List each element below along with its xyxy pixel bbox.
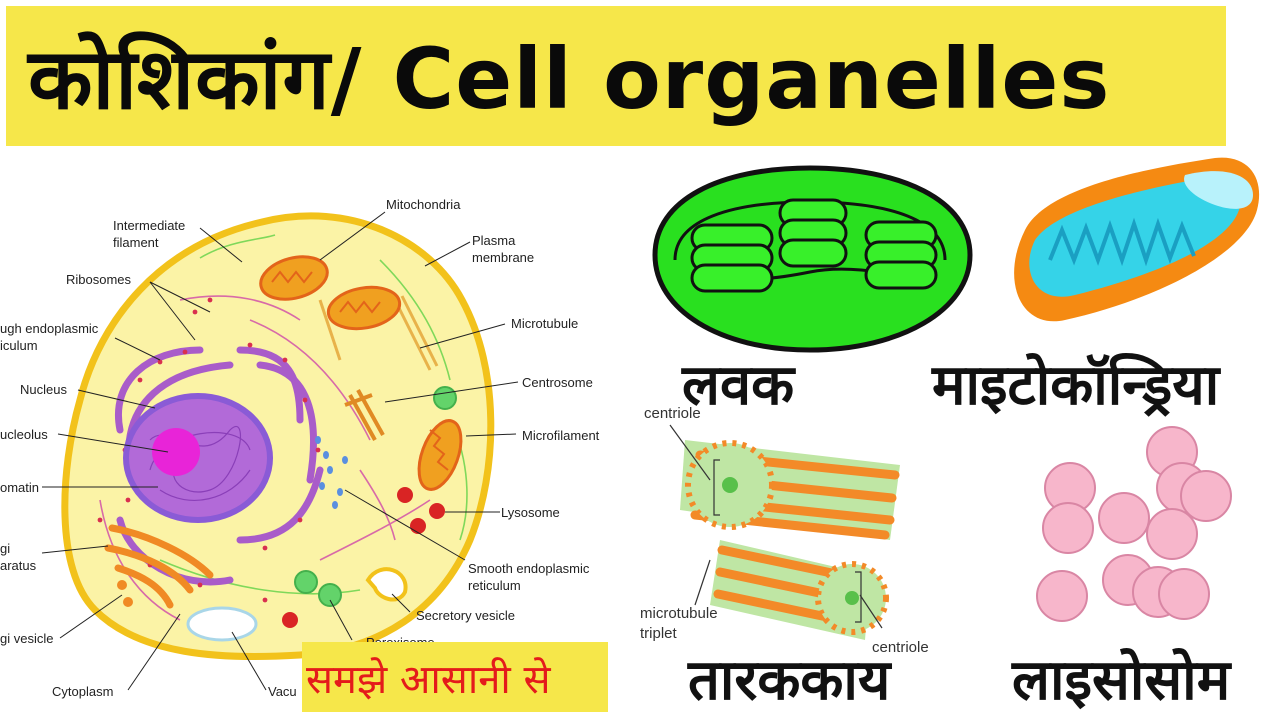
page-title: कोशिकांग/ Cell organelles xyxy=(28,30,1111,128)
animal-cell-diagram xyxy=(41,211,519,691)
title-banner: कोशिकांग/ Cell organelles xyxy=(6,6,1226,146)
label-intermediate-filament: Intermediate filament xyxy=(113,218,186,250)
centrosome-illustration xyxy=(669,424,900,640)
label-centriole-bottom: centriole xyxy=(872,639,929,652)
label-microfilament: Microfilament xyxy=(522,428,600,443)
smooth-er-vesicles xyxy=(315,436,348,509)
label-lysosome: Lysosome xyxy=(501,505,560,520)
label-rough-er: ugh endoplasmic iculum xyxy=(0,321,99,353)
microtubules xyxy=(318,295,439,371)
lysosomes-in-cell xyxy=(282,487,445,628)
mitochondria-name: माइटोकॉन्ड्रिया xyxy=(932,353,1220,418)
plastid-name: लवक xyxy=(682,353,795,418)
label-golgi-vesicle: gi vesicle xyxy=(0,631,54,646)
label-microtubule: Microtubule xyxy=(511,316,579,331)
vacuole xyxy=(186,606,258,642)
label-smooth-er: Smooth endoplasmic reticulum xyxy=(468,561,590,593)
tagline-box: समझे आसानी से xyxy=(302,642,608,712)
nucleolus xyxy=(152,428,200,476)
tagline: समझे आसानी से xyxy=(306,657,551,703)
label-plasma-membrane: Plasma membrane xyxy=(472,233,535,265)
mitochondria-illustration xyxy=(1014,157,1260,322)
label-ribosomes: Ribosomes xyxy=(66,272,132,287)
label-golgi-apparatus: gi aratus xyxy=(0,541,37,573)
label-cytoplasm: Cytoplasm xyxy=(52,684,114,699)
label-centriole-top: centriole xyxy=(644,405,701,422)
label-nucleus: Nucleus xyxy=(20,382,67,397)
centrosome-in-cell xyxy=(344,389,385,441)
label-microtubule-triplet: microtubule triplet xyxy=(640,605,718,642)
secretory-vesicle xyxy=(365,567,408,602)
plastid-illustration xyxy=(652,165,973,353)
label-nucleolus: ucleolus xyxy=(0,427,48,442)
golgi-apparatus xyxy=(104,524,214,609)
label-chromatin: omatin xyxy=(0,480,40,495)
mitochondria-in-cell xyxy=(259,255,463,491)
label-centrosome: Centrosome xyxy=(522,375,593,390)
label-vacuole: Vacu xyxy=(268,684,297,699)
lysosome-name: लाइसोसोम xyxy=(1012,648,1231,713)
lysosome-illustration xyxy=(1036,426,1232,622)
label-leader-lines xyxy=(41,211,519,691)
er-ribosomes xyxy=(97,297,321,603)
centrosome-name: तारककाय xyxy=(688,648,891,713)
label-mitochondria: Mitochondria xyxy=(386,197,461,212)
label-secretory-vesicle: Secretory vesicle xyxy=(416,608,515,623)
